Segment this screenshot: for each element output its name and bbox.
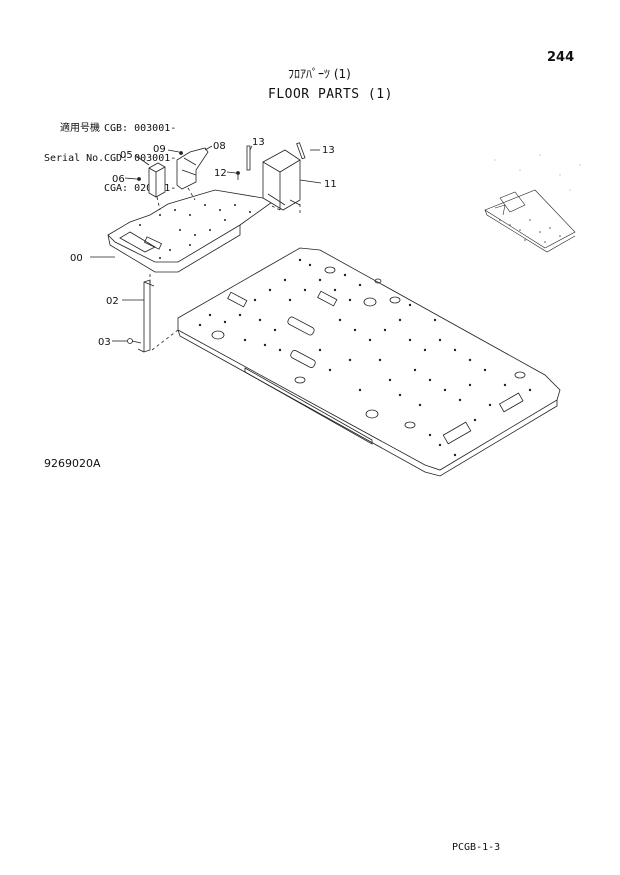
footer-code: PCGB-1-3 — [452, 842, 501, 853]
part-labels: 00 02 03 05 06 08 09 11 12 13 13 — [70, 137, 337, 348]
part-13-pin-right — [296, 142, 306, 160]
figure-code: 9269020A — [44, 457, 101, 470]
part-05-block — [148, 162, 166, 198]
part-06-screw — [137, 177, 141, 181]
part-label-11: 11 — [324, 179, 337, 190]
serial-number: 003001- — [134, 153, 177, 164]
part-13-pin-left — [246, 145, 251, 171]
part-label-08: 08 — [213, 141, 226, 152]
serial-model: CGB: — [104, 123, 129, 134]
page-title-japanese: ﾌﾛｱﾊﾟｰﾂ (1) — [288, 67, 351, 81]
part-12-bolt — [236, 171, 240, 180]
part-03-bolt — [127, 338, 142, 344]
page-number: 244 — [547, 50, 575, 65]
part-label-12: 12 — [214, 168, 227, 179]
page-title: FLOOR PARTS (1) — [268, 87, 393, 102]
part-label-00: 00 — [70, 253, 83, 264]
part-label-13-left: 13 — [252, 137, 265, 148]
floor-plate-holes — [198, 258, 532, 457]
part-label-13-right: 13 — [322, 145, 335, 156]
serial-model: CGA: — [104, 183, 129, 194]
serial-number: 003001- — [134, 123, 177, 134]
serial-label-japanese: 適用号機 — [60, 123, 100, 134]
part-label-02: 02 — [106, 296, 119, 307]
floor-plate — [177, 247, 561, 477]
part-label-03: 03 — [98, 337, 111, 348]
part-09-screw — [179, 151, 183, 155]
alignment-lines — [149, 187, 301, 351]
inset-overview — [484, 154, 581, 253]
leader-lines — [90, 145, 322, 342]
part-label-09: 09 — [153, 144, 166, 155]
serial-label: Serial No. — [44, 153, 105, 164]
part-08-bracket — [176, 147, 209, 190]
part-11-box-bracket — [262, 149, 301, 211]
part-label-05: 05 — [120, 150, 133, 161]
part-02-bracket — [137, 279, 155, 353]
serial-model: CGD: — [104, 153, 129, 164]
part-00-sub-plate — [107, 189, 277, 273]
part-label-06: 06 — [112, 174, 125, 185]
